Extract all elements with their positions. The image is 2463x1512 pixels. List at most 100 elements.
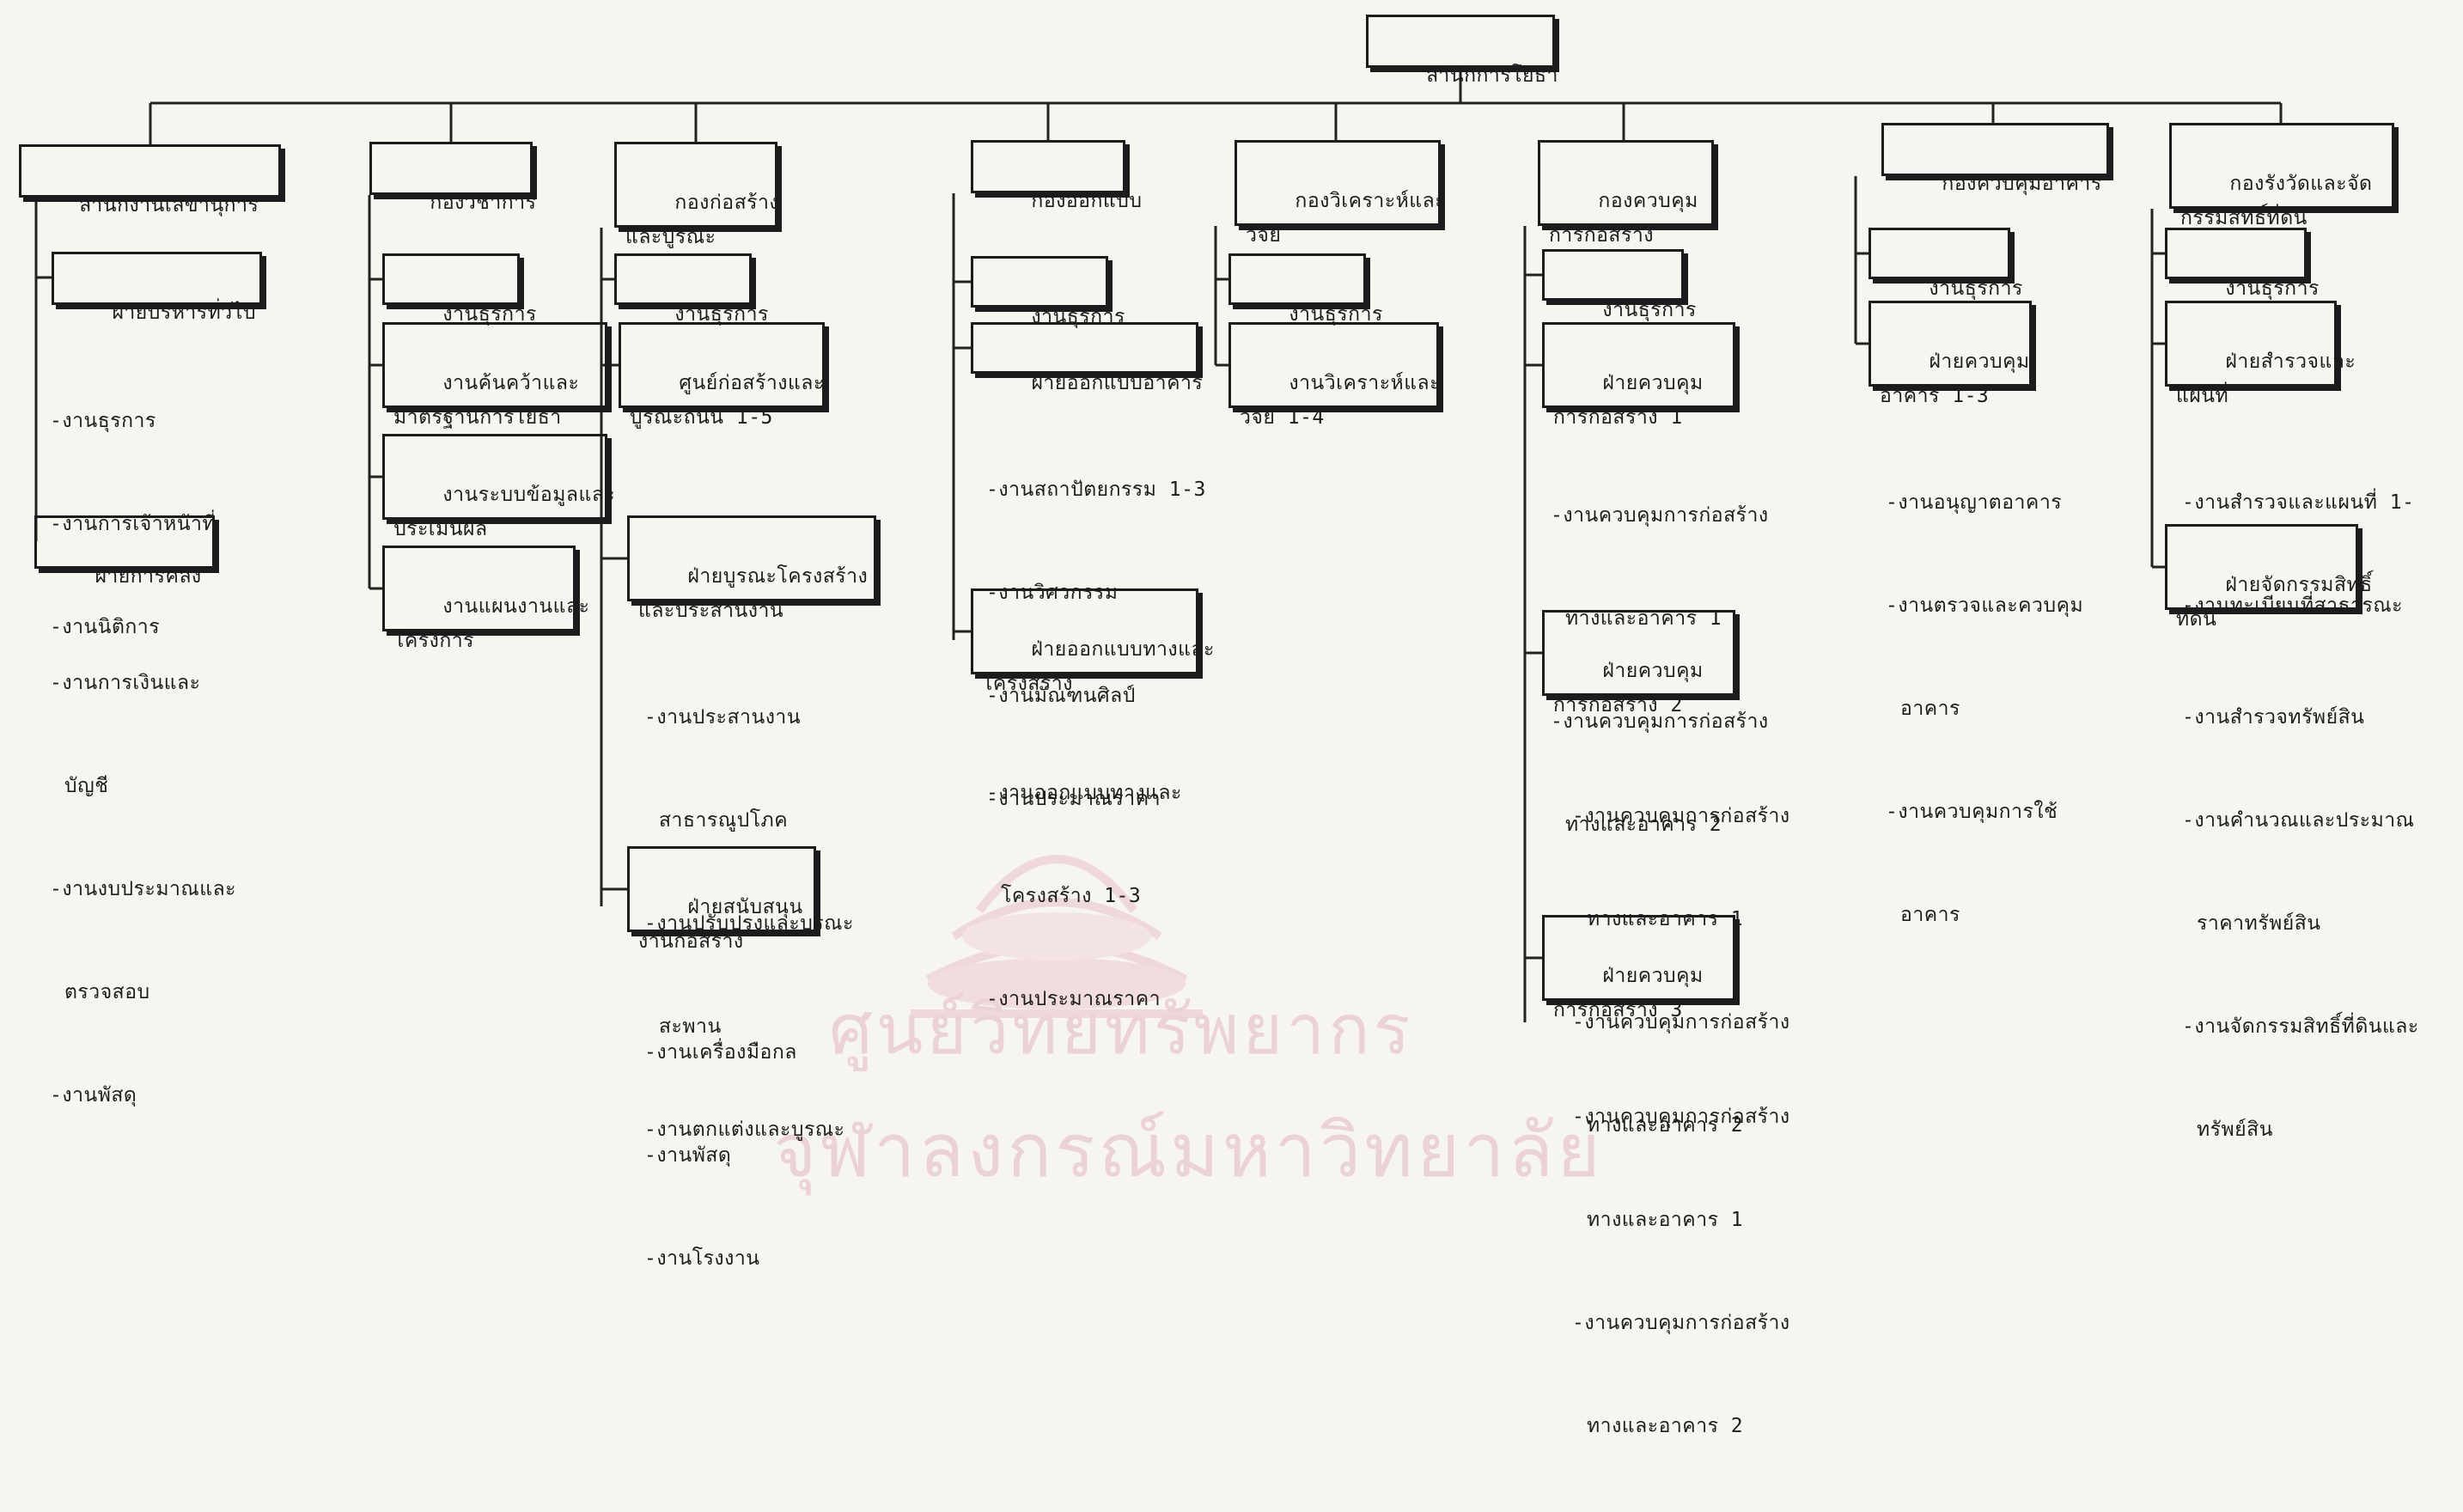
division-title: สำนักงานเลขานุการ [79,194,259,216]
task-item: -งานออกแบบทางและ [986,782,1182,804]
task-item: บัญชี [64,775,109,797]
division-title: กองควบคุม การก่อสร้าง [1549,190,1698,247]
section-box: ฝ่ายบริหารทั่วไป [52,252,262,324]
division-box: กองออกแบบ [971,140,1142,212]
task-item: -งานงบประมาณและ [50,878,237,900]
section-title: ฝ่ายสนับสนุน งานก่อสร้าง [638,896,803,953]
task-item: -งานควบคุมการก่อสร้าง [1572,1011,1790,1033]
task-item: -งานจัดกรรมสิทธิ์ที่ดินและ [2182,1015,2419,1038]
section-title: งานธุรการ [1289,303,1383,326]
section-title: ฝ่ายควบคุม การก่อสร้าง 3 [1553,965,1704,1021]
section-title: ฝ่ายการคลัง [94,565,202,588]
division-title: กองควบคุมอาคาร [1942,173,2102,195]
task-item: สะพาน [659,1015,722,1038]
section-box: ฝ่ายควบคุม การก่อสร้าง 2 [1542,610,1735,716]
task-item: -งานคำนวณและประมาณ [2182,809,2415,832]
section-box: งานธุรการ [1228,253,1382,326]
division-box: กองควบคุมอาคาร [1881,123,2109,195]
section-title: งานธุรการ [2225,277,2320,300]
task-item: -งานพัสดุ [50,1084,137,1107]
task-item: -งานมัณฑนศิลป์ [986,685,1136,707]
section-box: ฝ่ายออกแบบอาคาร [971,322,1203,394]
section-box: งานธุรการ [614,253,768,326]
division-title: กองก่อสร้าง และบูรณะ [625,192,780,248]
section-title: ฝ่ายควบคุม การก่อสร้าง 1 [1553,372,1704,429]
task-item: -งานการเงินและ [50,672,201,694]
task-item: -งานพัสดุ [644,1144,732,1167]
section-box: งานธุรการ [1869,228,2022,300]
section-box: งานธุรการ [2165,228,2319,300]
section-title: ฝ่ายจัดกรรมสิทธิ์ ที่ดิน [2176,574,2373,631]
section-box: งานธุรการ [1542,249,1696,321]
division-title: กองวิชาการ [430,192,537,214]
section-box: ฝ่ายจัดกรรมสิทธิ์ ที่ดิน [2165,524,2372,631]
task-list: -งานควบคุมการก่อสร้าง ทางและอาคาร 1 -งาน… [1572,730,1790,1211]
division-box: กองวิชาการ [369,142,536,214]
section-box: ฝ่ายออกแบบทางและ โครงสร้าง [971,588,1214,695]
task-list: -งานควบคุมการก่อสร้าง ทางและอาคาร 1 -งาน… [1572,1031,1790,1512]
task-item: ทางและอาคาร 2 [1587,1415,1744,1437]
section-box: งานแผนงานและ โครงการ [382,546,589,652]
task-item: -งานควบคุมการใช้ [1886,801,2058,823]
task-item: -งานอนุญาตอาคาร [1886,491,2063,514]
task-item: -งานควบคุมการก่อสร้าง [1551,710,1769,733]
section-box: ฝ่ายควบคุม การก่อสร้าง 1 [1542,322,1735,429]
section-title: ฝ่ายควบคุม อาคาร 1-3 [1880,351,2030,407]
task-item: ตรวจสอบ [64,981,150,1003]
section-box: งานธุรการ [382,253,536,326]
section-title: งานธุรการ [442,303,537,326]
division-title: กองรังวัดและจัด กรรมสิทธิ์ที่ดิน [2180,173,2373,229]
section-title: ฝ่ายบูรณะโครงสร้าง และประสานงาน [638,565,869,622]
task-item: -งานประสานงาน [644,706,802,729]
connector-lines [34,68,2283,1022]
task-item: -งานตรวจและควบคุม [1886,594,2084,617]
division-box: กองวิเคราะห์และ วิจัย [1235,140,1446,247]
org-chart: ศูนย์วิทยทรัพยากร จุฬาลงกรณ์มหาวิทยาลัย … [19,15,2418,1437]
task-item: ทางและอาคาร 2 [1587,1114,1744,1137]
section-box: งานธุรการ [971,256,1125,328]
section-box: งานค้นคว้าและ มาตรฐานการโยธา [382,322,607,429]
task-item: ทางและอาคาร 1 [1587,908,1744,930]
root-title: สำนักการโยธา [1426,64,1558,87]
section-title: ฝ่ายบริหารทั่วไป [112,302,256,324]
task-item: -งานวิศวกรรม [986,582,1119,604]
task-item: -งานควบคุมการก่อสร้าง [1572,1312,1790,1334]
section-title: งานวิเคราะห์และ วิจัย 1-4 [1240,372,1441,429]
section-box: ฝ่ายการคลัง [34,515,215,588]
division-title: กองวิเคราะห์และ วิจัย [1246,190,1447,247]
task-item: -งานเครื่องมือกล [644,1041,797,1064]
task-item: -งานสำรวจและแผนที่ 1- [2182,491,2415,514]
section-box: ฝ่ายบูรณะโครงสร้าง และประสานงาน [627,515,876,622]
task-list: -งานสถาปัตยกรรม 1-3 -งานวิศวกรรม -งานมัณ… [986,404,1206,885]
section-title: งานค้นคว้าและ มาตรฐานการโยธา [393,372,580,429]
task-list: -งานสำรวจทรัพย์สิน -งานคำนวณและประมาณ รา… [2182,631,2419,1216]
section-title: งานระบบข้อมูลและ ประเมินผล [393,484,616,540]
division-box: กองก่อสร้าง และบูรณะ [614,142,779,248]
task-list: -งานอนุญาตอาคาร -งานตรวจและควบคุม อาคาร … [1886,417,2083,1001]
root-box: สำนักการโยธา [1366,15,1558,87]
section-title: ศูนย์ก่อสร้างและ บูรณะถนน 1-5 [630,372,825,429]
task-item: -งานโรงงาน [644,1247,760,1270]
division-box: กองควบคุม การก่อสร้าง [1538,140,1714,247]
task-item: ทางและอาคาร 2 [1565,814,1722,836]
task-item: -งานควบคุมการก่อสร้าง [1551,504,1769,527]
section-box: ฝ่ายควบคุม อาคาร 1-3 [1869,301,2032,407]
section-box: ฝ่ายสำรวจและ แผนที่ [2165,301,2356,407]
section-title: ฝ่ายควบคุม การก่อสร้าง 2 [1553,660,1704,716]
section-title: ฝ่ายสำรวจและ แผนที่ [2176,351,2356,407]
task-list: -งานสำรวจและแผนที่ 1- -งานทะเบียนที่สาธา… [2182,417,2414,692]
task-list: -งานการเงินและ บัญชี -งานงบประมาณและ ตรว… [50,597,236,1181]
task-item: -งานนิติการ [50,616,161,638]
task-list: -งานออกแบบทางและ โครงสร้าง 1-3 -งานประมา… [986,707,1182,1085]
section-box: ฝ่ายสนับสนุน งานก่อสร้าง [627,846,816,953]
task-list: -งานเครื่องมือกล -งานพัสดุ -งานโรงงาน [644,966,797,1344]
section-title: ฝ่ายออกแบบทางและ โครงสร้าง [982,638,1215,695]
task-item: -งานธุรการ [50,410,156,432]
task-item: -งานประมาณราคา [986,788,1161,810]
task-item: -งานควบคุมการก่อสร้าง [1572,805,1790,827]
section-title: งานธุรการ [1929,277,2023,300]
task-item: โครงสร้าง 1-3 [1001,885,1142,907]
section-box: งานวิเคราะห์และ วิจัย 1-4 [1228,322,1440,429]
division-title: กองออกแบบ [1031,190,1143,212]
section-box: ฝ่ายควบคุม การก่อสร้าง 3 [1542,915,1735,1021]
